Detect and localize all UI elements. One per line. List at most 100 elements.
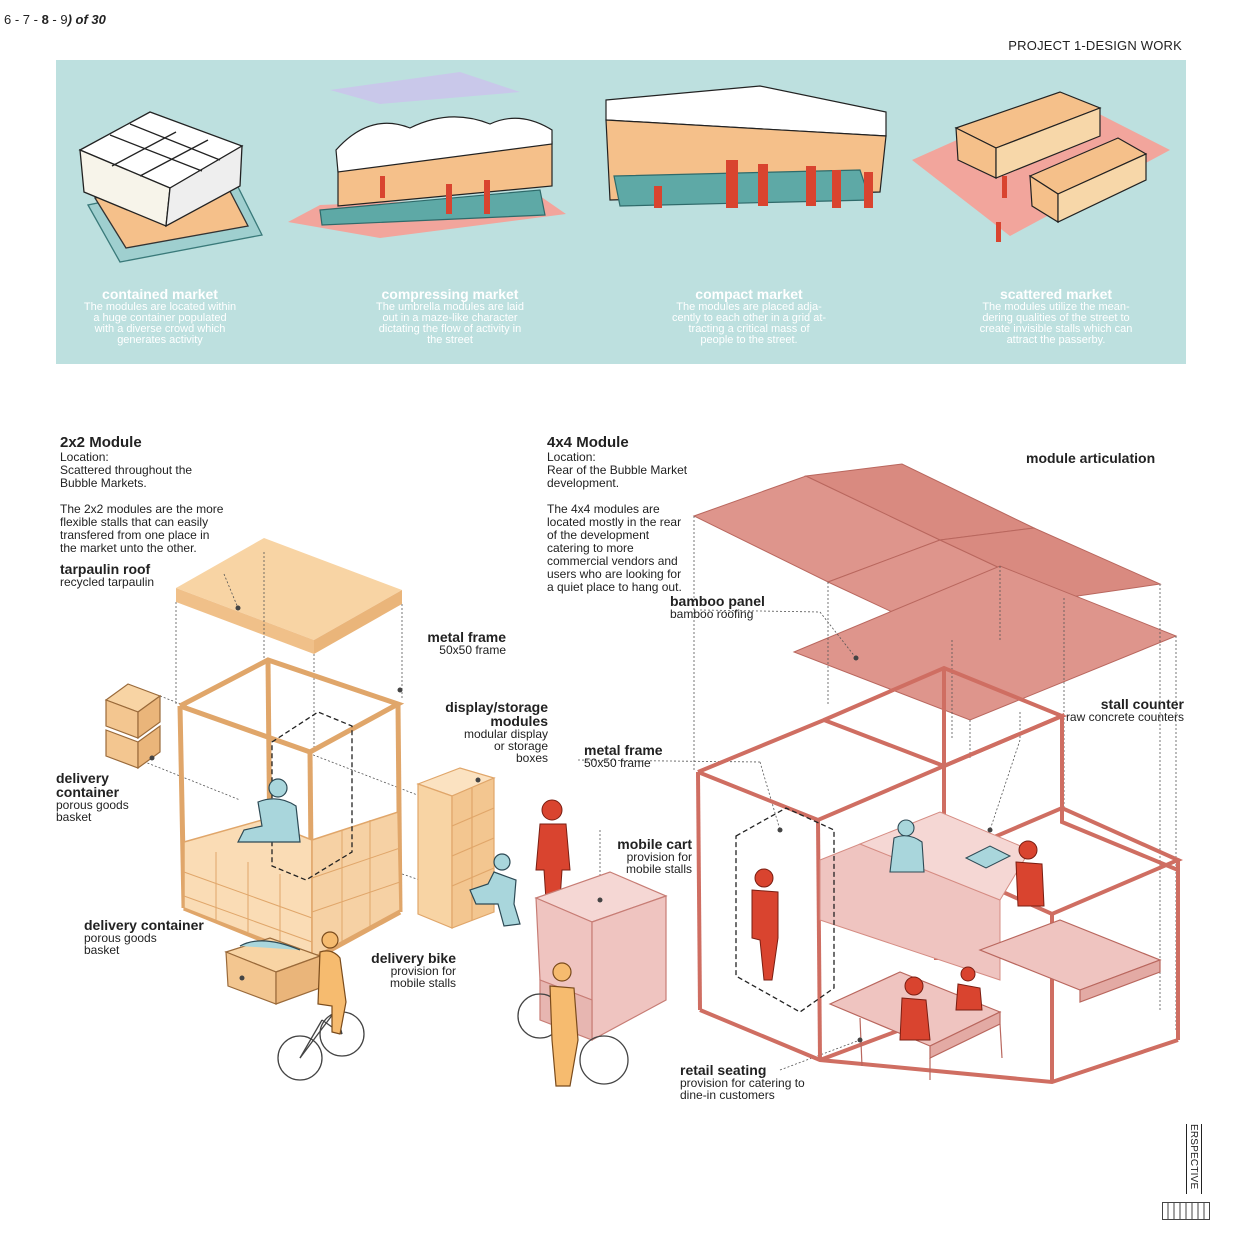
module-text-line: flexible stalls that can easily: [60, 515, 209, 529]
module-4x4-description: 4x4 Module Location: Rear of the Bubble …: [547, 434, 717, 594]
sketch-compact-market: [605, 85, 887, 208]
module-text-line: transfered from one place in: [60, 528, 210, 542]
scheme-contained: contained market The modules are located…: [72, 286, 248, 346]
label-sub: mobile stalls: [625, 862, 692, 876]
label-delivery-container: delivery container porous goods basket: [56, 771, 129, 823]
module-text-line: Bubble Markets.: [60, 476, 147, 490]
scheme-title: compact market: [695, 286, 803, 302]
delivery-bike: [277, 1009, 365, 1081]
scheme-desc-line: the street: [427, 334, 473, 346]
tarpaulin-roof-panel: [176, 538, 402, 640]
label-sub: porous goods: [84, 931, 157, 945]
scheme-desc-line: with a diverse crowd which: [94, 323, 226, 335]
module-text-line: Scattered throughout the: [60, 463, 193, 477]
label-sub: 50x50 frame: [439, 643, 506, 657]
label-display-storage: display/storage modules modular display …: [410, 700, 548, 764]
label-sub: or storage: [493, 739, 548, 753]
label-title: mobile cart: [617, 836, 692, 852]
scheme-desc-line: The umbrella modules are laid: [376, 301, 524, 313]
label-metal-frame-2x2: metal frame 50x50 frame: [396, 630, 506, 656]
label-title: delivery container: [84, 917, 204, 933]
label-delivery-bike: delivery bike provision for mobile stall…: [346, 951, 456, 989]
crouching-vendor-figure: [469, 853, 521, 927]
module-text-line: Location:: [547, 450, 596, 464]
sketch-scattered-market: [912, 91, 1170, 242]
module-2x2-drawing: [104, 538, 521, 1081]
label-title: tarpaulin roof: [60, 561, 151, 577]
scheme-title: compressing market: [381, 286, 519, 302]
scheme-compact: compact market The modules are placed ad…: [660, 286, 838, 346]
scheme-desc-line: The modules utilize the mean-: [982, 301, 1130, 313]
label-metal-frame-4x4: metal frame 50x50 frame: [584, 743, 663, 769]
film-strip-icon: [1162, 1202, 1210, 1220]
label-sub: mobile stalls: [389, 976, 456, 990]
scheme-title: scattered market: [999, 286, 1113, 302]
label-retail-seating: retail seating provision for catering to…: [680, 1063, 805, 1101]
label-sub: provision for catering to: [680, 1076, 805, 1090]
label-title: bamboo panel: [670, 593, 765, 609]
label-title: retail seating: [680, 1062, 767, 1078]
scheme-compressing: compressing market The umbrella modules …: [362, 286, 538, 346]
sketch-contained-market: [78, 111, 263, 263]
scheme-desc-line: a huge container populated: [93, 312, 227, 324]
side-tab-label: ERSPECTIVE: [1188, 1124, 1199, 1190]
label-sub: 50x50 frame: [584, 756, 651, 770]
scheme-desc-line: dering qualities of the street to: [982, 312, 1130, 324]
project-title: PROJECT 1-DESIGN WORK: [1008, 38, 1182, 53]
scheme-desc-line: people to the street.: [700, 334, 798, 346]
scheme-desc-line: create invisible stalls which can: [979, 323, 1133, 335]
delivery-container-stack: [104, 683, 162, 770]
label-mobile-cart: mobile cart provision for mobile stalls: [590, 837, 692, 875]
module-text-line: a quiet place to hang out.: [547, 580, 682, 594]
module-text-line: users who are looking for: [547, 567, 682, 581]
module-2x2-description: 2x2 Module Location: Scattered throughou…: [60, 434, 260, 555]
module-text-line: the market unto the other.: [60, 541, 197, 555]
scheme-desc-line: dictating the flow of activity in: [378, 323, 522, 335]
label-title: metal frame: [427, 629, 506, 645]
label-sub: provision for: [626, 850, 692, 864]
label-sub: recycled tarpaulin: [60, 575, 155, 589]
module-text-line: The 2x2 modules are the more: [60, 502, 224, 516]
label-delivery-container-basket: delivery container porous goods basket: [84, 918, 204, 956]
scheme-desc-line: The modules are located within: [83, 301, 237, 313]
module-text-line: of the development: [547, 528, 650, 542]
scheme-desc-line: generates activity: [117, 334, 203, 346]
metal-frame-4x4: [696, 665, 1183, 1085]
sketch-compressing-market: [288, 72, 566, 238]
label-title: container: [56, 784, 120, 800]
label-sub: basket: [84, 943, 120, 957]
scheme-desc-line: tracting a critical mass of: [688, 323, 810, 335]
scheme-desc-line: out in a maze-like character: [382, 312, 518, 324]
module-text-line: catering to more: [547, 541, 634, 555]
label-title: metal frame: [584, 742, 663, 758]
label-bamboo-panel: bamboo panel bamboo roofing: [670, 594, 765, 620]
delivery-basket: [224, 937, 322, 1005]
module-2x2-title: 2x2 Module: [60, 434, 142, 451]
module-text-line: Rear of the Bubble Market: [547, 463, 688, 477]
label-sub: basket: [56, 810, 92, 824]
label-sub: porous goods: [56, 798, 129, 812]
label-sub: dine-in customers: [680, 1088, 775, 1102]
page-number: 6 - 7 - 8 - 9) of 30: [4, 12, 106, 27]
leader-dots: [149, 605, 993, 1043]
bike-rider-figure: [317, 931, 347, 1035]
scheme-title: contained market: [102, 286, 218, 302]
retail-seating: [828, 919, 1162, 1080]
label-title: display/storage: [445, 699, 548, 715]
label-sub: boxes: [515, 751, 548, 765]
module-4x4-title: 4x4 Module: [547, 434, 629, 451]
scheme-desc-line: attract the passerby.: [1006, 334, 1106, 346]
module-text-line: The 4x4 modules are: [547, 502, 660, 516]
module-text-line: commercial vendors and: [547, 554, 678, 568]
vendor-figure-4x4: [889, 819, 925, 873]
module-articulation-heading: module articulation: [1026, 450, 1156, 466]
label-sub: raw concrete counters: [1065, 710, 1184, 724]
module-text-line: Location:: [60, 450, 109, 464]
label-title: delivery: [56, 770, 109, 786]
side-tab-perspective[interactable]: ERSPECTIVE: [1186, 1124, 1202, 1194]
module-text-line: development.: [547, 476, 620, 490]
label-title: modules: [490, 713, 548, 729]
scheme-desc-line: cently to each other in a grid at-: [671, 312, 827, 324]
module-text-line: located mostly in the rear: [547, 515, 682, 529]
